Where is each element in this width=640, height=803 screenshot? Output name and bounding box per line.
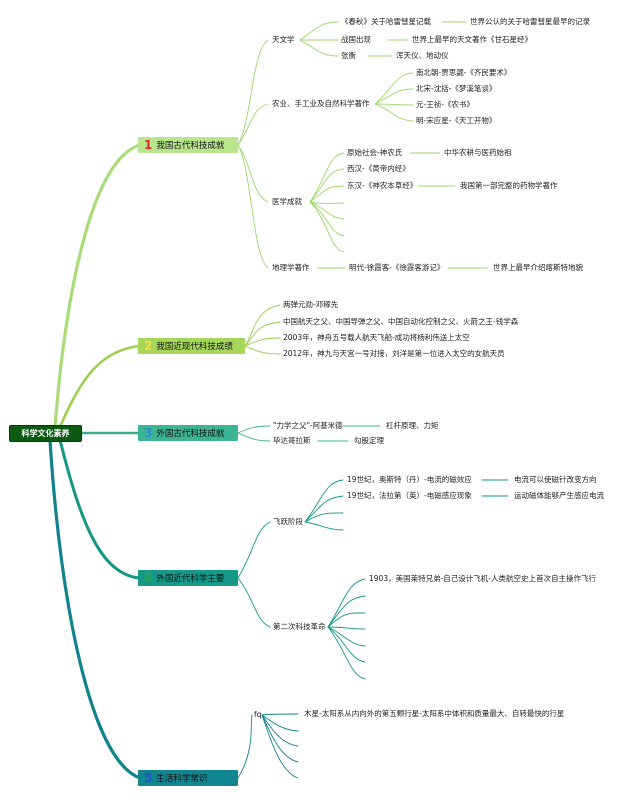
node-agri-item[interactable]: 北宋-沈括-《梦溪笔谈》: [416, 84, 497, 93]
node-med-item[interactable]: 原始社会-神农氏: [347, 148, 403, 157]
branch-number: 1: [144, 138, 153, 152]
node-ancient-foreign-note[interactable]: 杠杆原理、力矩: [386, 421, 439, 430]
node-leap-item[interactable]: 19世纪，法拉第（英）-电磁感应现象: [347, 491, 472, 500]
node-med-item[interactable]: 西汉-《黄帝内经》: [347, 164, 410, 173]
node-life-item[interactable]: 木星-太阳系从内向外的第五颗行星-太阳系中体积和质量最大、自转最快的行星: [304, 709, 565, 718]
node-astro-note[interactable]: 浑天仪、地动仪: [396, 51, 449, 60]
node-leap-note[interactable]: 运动磁体能够产生感应电流: [514, 491, 604, 500]
node-agriculture[interactable]: 农业、手工业及自然科学著作: [272, 99, 370, 108]
node-astronomy[interactable]: 天文学: [272, 35, 295, 44]
node-leap-item[interactable]: 19世纪，奥斯特（丹）-电流的磁效应: [347, 475, 472, 484]
node-med-note[interactable]: 中华农耕与医药始祖: [444, 148, 512, 157]
node-astro-item[interactable]: 《春秋》关于哈雷彗星记载: [341, 17, 431, 26]
branch-number: 4: [144, 571, 153, 585]
branch-number: 5: [144, 771, 153, 785]
connector-root-b2: [58, 344, 142, 429]
node-modern-item[interactable]: 2003年，神舟五号载人航天飞船-成功将杨利伟送上太空: [283, 333, 470, 342]
node-geo-item[interactable]: 明代-徐霞客-《徐霞客游记》: [349, 263, 445, 272]
connector-root-b5: [48, 438, 142, 780]
node-med-note[interactable]: 我国第一部完整的药物学著作: [460, 181, 558, 190]
connector-root-b1: [53, 143, 142, 429]
node-second-revolution[interactable]: 第二次科技革命: [273, 622, 326, 631]
node-med-item[interactable]: 东汉-《神农本草经》: [347, 181, 418, 190]
root-node[interactable]: 科学文化素养: [9, 425, 82, 442]
node-medicine[interactable]: 医学成就: [272, 197, 302, 206]
branch-number: 3: [144, 426, 153, 440]
node-leap-stage[interactable]: 飞跃阶段: [273, 517, 303, 526]
branch-label: 我国古代科技成就: [156, 141, 225, 151]
branch-number: 2: [144, 339, 153, 353]
node-geography[interactable]: 地理学著作: [272, 263, 310, 272]
node-leap-note[interactable]: 电流可以使磁针改变方向: [514, 475, 597, 484]
node-ancient-foreign-item[interactable]: "力学之父"-阿基米德: [273, 421, 343, 430]
node-ancient-foreign-note[interactable]: 勾股定理: [354, 436, 384, 445]
branch-label: 外国古代科技成就: [156, 429, 225, 439]
node-revolution-item[interactable]: 1903，美国莱特兄弟-自己设计飞机-人类航空史上首次自主操作飞行: [369, 574, 596, 583]
node-modern-item[interactable]: 两弹元勋-邓稼先: [283, 300, 339, 309]
node-astro-item[interactable]: 战国出现: [341, 35, 371, 44]
node-agri-item[interactable]: 明-宋应星-《天工开物》: [416, 116, 497, 125]
node-ancient-foreign-item[interactable]: 毕达哥拉斯: [273, 436, 311, 445]
node-agri-item[interactable]: 元-王祯-《农书》: [416, 100, 474, 109]
branch-label: 我国近现代科技成绩: [156, 342, 233, 352]
node-astro-note[interactable]: 世界公认的关于哈雷彗星最早的记录: [470, 17, 590, 26]
node-agri-item[interactable]: 南北朝-贾思勰-《齐民要术》: [416, 68, 512, 77]
node-modern-item[interactable]: 中国航天之父、中国导弹之父、中国自动化控制之父、火箭之王-钱学森: [283, 317, 519, 326]
node-fq[interactable]: fq: [254, 710, 262, 719]
node-astro-note[interactable]: 世界上最早的天文著作《甘石星经》: [412, 35, 532, 44]
node-astro-item[interactable]: 张衡: [341, 51, 356, 60]
node-modern-item[interactable]: 2012年，神九与天宫一号对接，刘洋是第一位进入太空的女航天员: [283, 349, 505, 358]
connector-root-b4: [58, 438, 142, 580]
branch-label: 生活科学常识: [156, 774, 208, 784]
node-geo-note[interactable]: 世界上最早介绍喀斯特地貌: [493, 263, 583, 272]
branch-label: 外国近代科学主要: [156, 574, 225, 584]
